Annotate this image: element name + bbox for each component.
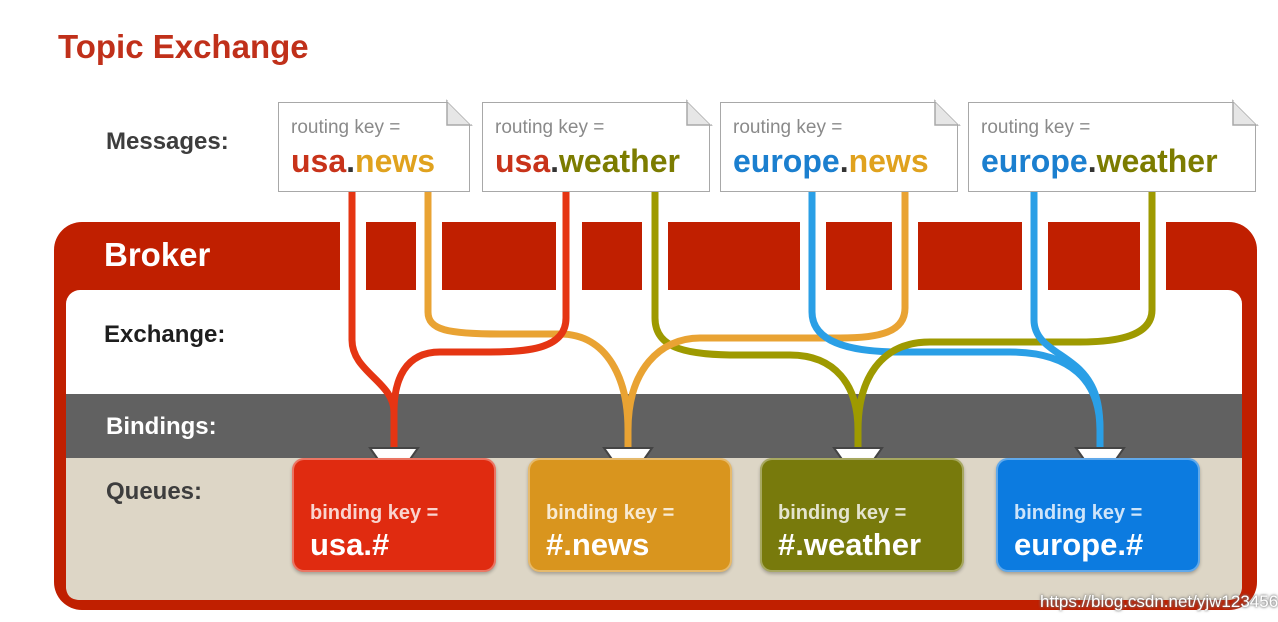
broker-label: Broker	[104, 236, 211, 273]
key-part: europe	[733, 143, 840, 179]
queue-weather: binding key = #.weather	[760, 458, 964, 572]
routing-key-value: usa.news	[291, 143, 469, 180]
key-part: .	[1087, 143, 1097, 179]
key-part: usa	[495, 143, 551, 179]
key-part: news	[848, 143, 929, 179]
routing-key-value: europe.news	[733, 143, 957, 180]
queue-news: binding key = #.news	[528, 458, 732, 572]
message-card: routing key = europe.weather	[968, 99, 1259, 192]
routing-key-value: usa.weather	[495, 143, 709, 180]
route-usa-weather-to-weather	[651, 188, 862, 452]
key-part: weather	[559, 143, 680, 179]
key-part: .	[346, 143, 356, 179]
key-part: .	[550, 143, 560, 179]
bindings-band	[66, 394, 1242, 458]
page-fold-icon	[686, 99, 713, 126]
route-usa-weather-to-usa	[390, 188, 570, 452]
binding-key-value: #.news	[546, 527, 650, 562]
routing-key-label: routing key =	[495, 117, 605, 138]
binding-key-label: binding key =	[1014, 502, 1143, 524]
route-europe-weather-to-weather	[854, 188, 1156, 452]
page-fold-icon	[1232, 99, 1259, 126]
binding-key-value: europe.#	[1014, 527, 1144, 562]
binding-key-label: binding key =	[310, 502, 439, 524]
exchange-label: Exchange:	[104, 321, 226, 348]
route-europe-weather-to-europe	[1030, 188, 1104, 452]
routing-key-label: routing key =	[291, 117, 401, 138]
key-part: .	[839, 143, 849, 179]
message-card: routing key = europe.news	[720, 99, 961, 192]
binding-key-label: binding key =	[546, 502, 675, 524]
watermark: https://blog.csdn.net/yjw123456	[1040, 592, 1278, 611]
key-part: news	[355, 143, 436, 179]
message-card: routing key = usa.weather	[482, 99, 713, 192]
routing-key-label: routing key =	[981, 117, 1091, 138]
key-part: usa	[291, 143, 347, 179]
binding-key-value: usa.#	[310, 527, 390, 562]
messages-label: Messages:	[106, 128, 229, 155]
binding-key-label: binding key =	[778, 502, 907, 524]
page-title: Topic Exchange	[58, 28, 309, 65]
message-card: routing key = usa.news	[278, 99, 473, 192]
routing-key-value: europe.weather	[981, 143, 1255, 180]
key-part: europe	[981, 143, 1088, 179]
page-fold-icon	[934, 99, 961, 126]
binding-key-value: #.weather	[778, 527, 922, 562]
queues-label: Queues:	[106, 478, 203, 505]
key-part: weather	[1096, 143, 1218, 179]
queue-usa: binding key = usa.#	[292, 458, 496, 572]
queue-europe: binding key = europe.#	[996, 458, 1200, 572]
route-europe-news-to-news	[624, 188, 909, 452]
page-fold-icon	[446, 99, 473, 126]
routing-lines	[348, 188, 1156, 452]
bindings-label: Bindings:	[106, 413, 217, 440]
routing-key-label: routing key =	[733, 117, 843, 138]
